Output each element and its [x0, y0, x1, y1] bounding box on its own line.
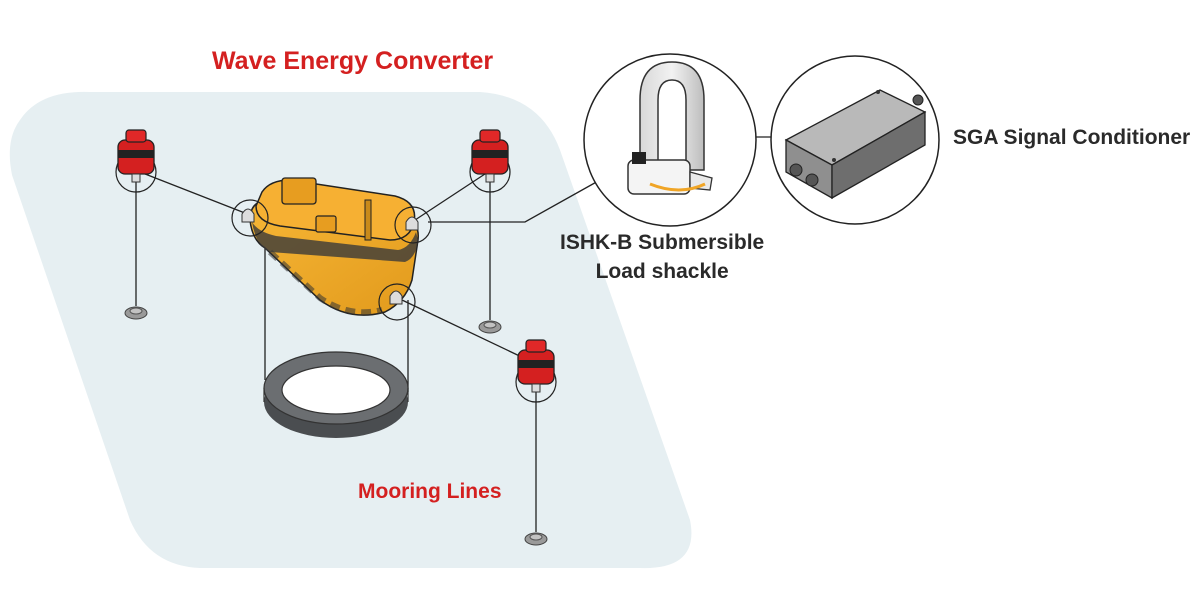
mooring-buoy-icon: [515, 339, 557, 403]
load-shackle-icon: [241, 208, 419, 305]
shackle-label-line2: Load shackle: [595, 260, 729, 283]
sea-area: [9, 91, 692, 569]
signal-conditioner-detail: [770, 55, 940, 225]
mooring-buoy-icon: [115, 129, 157, 193]
seabed-anchor-icon: [478, 320, 502, 334]
seabed-anchor-icon: [124, 306, 148, 320]
signal-conditioner-label: SGA Signal Conditioner: [953, 126, 1191, 149]
seabed-anchor-icon: [524, 532, 548, 546]
attachment-points: [231, 199, 432, 321]
mooring-lines: [135, 171, 537, 532]
mooring-lines-label: Mooring Lines: [358, 480, 502, 503]
mooring-buoy-icon: [469, 129, 511, 193]
shackle-label: ISHK-B Submersible Load shackle: [560, 228, 764, 286]
wave-energy-converter-device: [249, 177, 419, 316]
wave-energy-converter-label: Wave Energy Converter: [212, 47, 494, 75]
shackle-label-line1: ISHK-B Submersible: [560, 231, 765, 254]
shackle-leader-line: [428, 179, 601, 223]
shackle-detail: [583, 53, 757, 227]
ring-foundation: [263, 351, 409, 438]
